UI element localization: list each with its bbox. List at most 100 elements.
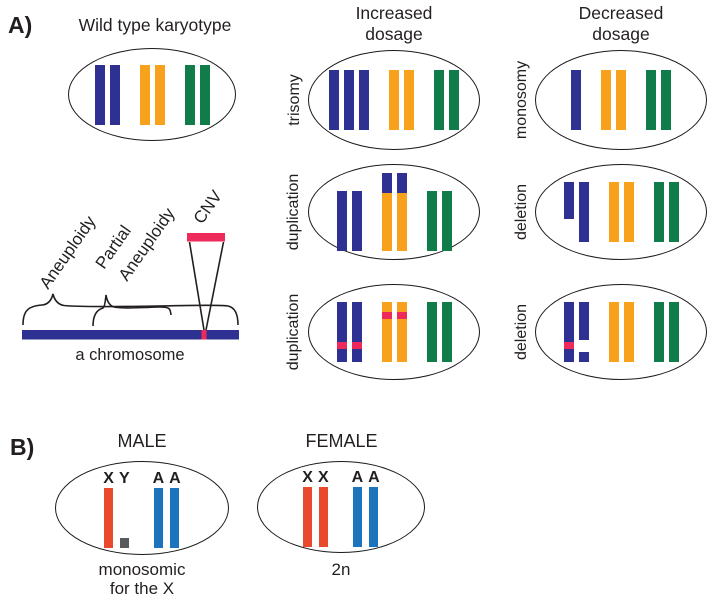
chromosome-item (623, 182, 634, 242)
chromosome-item (623, 302, 634, 362)
chromosome-item (404, 70, 414, 130)
chromosome-bar-navy (571, 70, 581, 130)
chromosome-item (396, 173, 407, 251)
chromosome-bar-orange (396, 302, 407, 362)
chromosome-item (449, 70, 459, 130)
chromosome-item: Y (119, 469, 130, 548)
chromosome-item (389, 70, 399, 130)
chromosome-letter: X (302, 468, 313, 486)
chromosome-item: A (152, 469, 165, 548)
chromosome-bar-green (668, 182, 679, 242)
chromosome-bar-green (441, 302, 452, 362)
cnv-cone-right (205, 241, 225, 331)
chromosome-item (359, 70, 369, 130)
increased-dosage-line1: Increased (355, 3, 433, 23)
cnv-label: CNV (190, 186, 227, 227)
female-title: FEMALE (305, 431, 378, 451)
chromosome-bar-green (449, 70, 459, 130)
cnv-locus-tick (201, 330, 207, 340)
chromosome-item (661, 70, 671, 130)
male-caption: monosomic for the X (55, 560, 229, 598)
chromosome-item (351, 173, 362, 251)
cnv-segment (396, 312, 407, 319)
chromosome-item (139, 64, 150, 125)
chromosome-item (563, 182, 574, 242)
chromosome-item (441, 173, 452, 251)
chromosome-item (109, 64, 120, 125)
chromosome-bar-orange (601, 70, 611, 130)
chromosome-bar-orange (154, 64, 165, 125)
cell-deletion-cnv (535, 284, 707, 380)
chromosome-item (578, 302, 589, 362)
wild-type-title: Wild type karyotype (78, 15, 232, 35)
chromosome-item (668, 302, 679, 362)
chromosome-item (608, 182, 619, 242)
chromosome-bar-green (653, 182, 664, 242)
increased-dosage-title: Increased dosage (315, 3, 473, 45)
decreased-dosage-line1: Decreased (578, 3, 664, 23)
row-label-monosomy: monosomy (513, 60, 530, 140)
chromosome-item (616, 70, 626, 130)
chromosome-bar-navy (336, 191, 347, 251)
row-label-duplication-1: duplication (285, 173, 302, 251)
chromosome-item (668, 182, 679, 242)
chromosome-item: A (169, 469, 181, 548)
chromosome-bar-gray (119, 537, 129, 548)
increased-dosage-line2: dosage (365, 24, 423, 44)
chromosome-letter: X (317, 468, 329, 486)
chromosome-item: X (302, 468, 313, 547)
row-label-deletion-1: deletion (513, 183, 530, 241)
chromosome-bar-green (441, 191, 452, 251)
cnv-segment (381, 312, 392, 319)
chromosome-bar-navy (578, 302, 589, 362)
chromosome-item (601, 70, 611, 130)
chromosome-bar-green (184, 64, 195, 125)
cell-duplication-segmental (308, 164, 480, 260)
chromosome-bar-red (318, 486, 328, 547)
chromosome-item (199, 64, 210, 125)
chromosome-bar-orange (389, 70, 399, 130)
chromosome-bar-green (668, 302, 679, 362)
female-caption: 2n (257, 560, 425, 579)
chromosome-item (653, 302, 664, 362)
a-chromosome-label: a chromosome (75, 346, 184, 364)
chromosome-item (381, 173, 392, 251)
chromosome-bar-orange (623, 302, 634, 362)
cell-duplication-cnv (308, 284, 480, 380)
duplicated-segment (396, 173, 407, 193)
chromosome-item (563, 302, 574, 362)
cnv-segment (563, 342, 574, 349)
chromosome-bar-green (653, 302, 664, 362)
chromosome-item: A (368, 468, 380, 547)
aneuploidy-brace (22, 293, 239, 326)
chromosome-bar-orange (608, 182, 619, 242)
row-label-deletion-2: deletion (513, 303, 530, 361)
chromosome-bar-green (661, 70, 671, 130)
row-label-duplication-2: duplication (285, 293, 302, 371)
chromosome-letter: A (152, 469, 165, 487)
chromosome-bar-navy (351, 191, 362, 251)
male-title: MALE (117, 431, 167, 451)
chromosome-bar-navy (578, 182, 589, 242)
chromosome-bar-navy (329, 70, 339, 130)
chromosome-bar-green (199, 64, 210, 125)
chromosome-item (329, 70, 339, 130)
chromosome-letter: Y (118, 469, 130, 487)
chromosome-item (434, 70, 444, 130)
chromosome-letter: A (169, 469, 181, 487)
decreased-dosage-line2: dosage (592, 24, 650, 44)
chromosome-bar-orange (396, 173, 407, 251)
panel-a-label: A) (8, 12, 33, 38)
chromosome-segment-top (578, 302, 589, 340)
chromosome-bar-green (434, 70, 444, 130)
chromosome-bar-orange (381, 173, 392, 251)
chromosome-bar-blue (352, 486, 362, 547)
chromosome-letter: A (368, 468, 380, 486)
cell-trisomy (308, 50, 480, 150)
chromosome-bar-orange (608, 302, 619, 362)
chromosome-bar-navy (359, 70, 369, 130)
chromosome-bar-orange (139, 64, 150, 125)
